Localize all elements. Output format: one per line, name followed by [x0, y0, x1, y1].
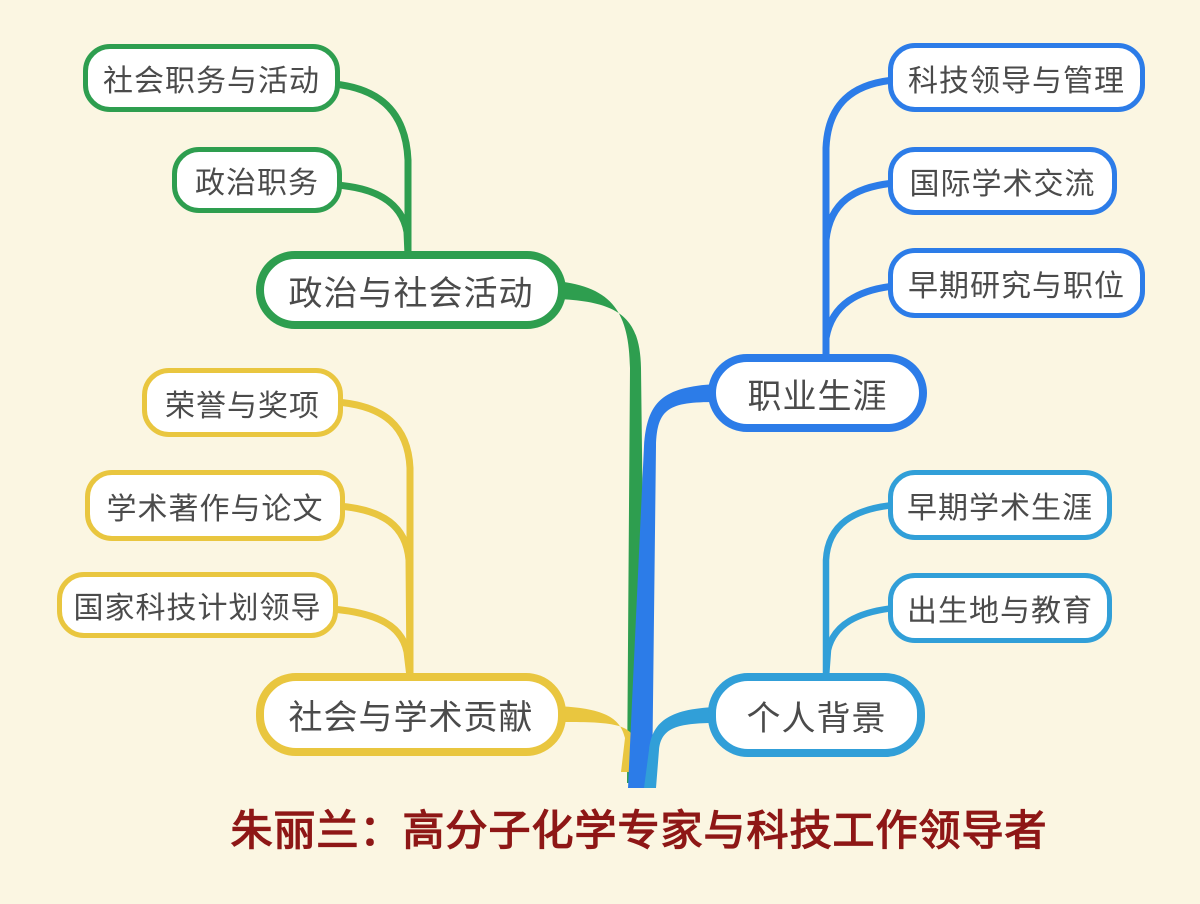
career-child-link-3 — [822, 282, 898, 362]
node-career[interactable]: 职业生涯 — [708, 354, 927, 432]
node-politics-social-activities[interactable]: 政治与社会活动 — [256, 251, 566, 329]
node-national-sci-tech-programs[interactable]: 国家科技计划领导 — [57, 572, 338, 638]
politics-child-link-1 — [330, 80, 412, 259]
background-child-link-1 — [822, 501, 898, 681]
node-label: 国家科技计划领导 — [73, 591, 322, 626]
background-child-link-2 — [822, 604, 898, 681]
node-early-academic-career[interactable]: 早期学术生涯 — [888, 470, 1112, 540]
node-birthplace-education[interactable]: 出生地与教育 — [888, 573, 1112, 643]
politics-child-link-2 — [332, 181, 412, 259]
map-title: 朱丽兰：高分子化学专家与科技工作领导者 — [230, 806, 1048, 855]
node-social-positions-activities[interactable]: 社会职务与活动 — [83, 44, 340, 112]
node-tech-leadership[interactable]: 科技领导与管理 — [888, 43, 1145, 112]
node-academic-works-papers[interactable]: 学术著作与论文 — [85, 470, 345, 541]
contributions-child-link-3 — [328, 605, 414, 681]
node-label: 科技领导与管理 — [908, 63, 1125, 99]
node-label: 个人背景 — [746, 698, 887, 739]
node-label: 社会职务与活动 — [103, 64, 320, 99]
contributions-trunk-curve — [556, 706, 639, 772]
node-label: 社会与学术贡献 — [288, 698, 534, 738]
node-label: 出生地与教育 — [907, 594, 1093, 629]
career-child-link-2 — [822, 179, 898, 362]
contributions-child-link-2 — [335, 502, 414, 681]
node-honors-awards[interactable]: 荣誉与奖项 — [142, 368, 343, 437]
background-trunk-curve — [644, 707, 716, 788]
node-label: 荣誉与奖项 — [165, 388, 320, 424]
node-intl-academic-exchange[interactable]: 国际学术交流 — [888, 147, 1117, 215]
contributions-child-link-1 — [333, 398, 414, 681]
node-label: 早期研究与职位 — [908, 269, 1125, 304]
node-label: 学术著作与论文 — [106, 491, 324, 527]
node-label: 国际学术交流 — [909, 167, 1096, 202]
career-child-link-1 — [822, 76, 898, 362]
node-label: 职业生涯 — [747, 376, 888, 417]
career-trunk-curve — [628, 384, 716, 788]
node-label: 政治与社会活动 — [288, 273, 534, 314]
node-label: 政治职务 — [195, 166, 319, 201]
node-political-positions[interactable]: 政治职务 — [172, 147, 342, 213]
node-label: 早期学术生涯 — [907, 491, 1093, 526]
node-social-academic-contributions[interactable]: 社会与学术贡献 — [256, 673, 566, 756]
node-early-research-positions[interactable]: 早期研究与职位 — [888, 248, 1145, 318]
node-personal-background[interactable]: 个人背景 — [708, 673, 925, 757]
